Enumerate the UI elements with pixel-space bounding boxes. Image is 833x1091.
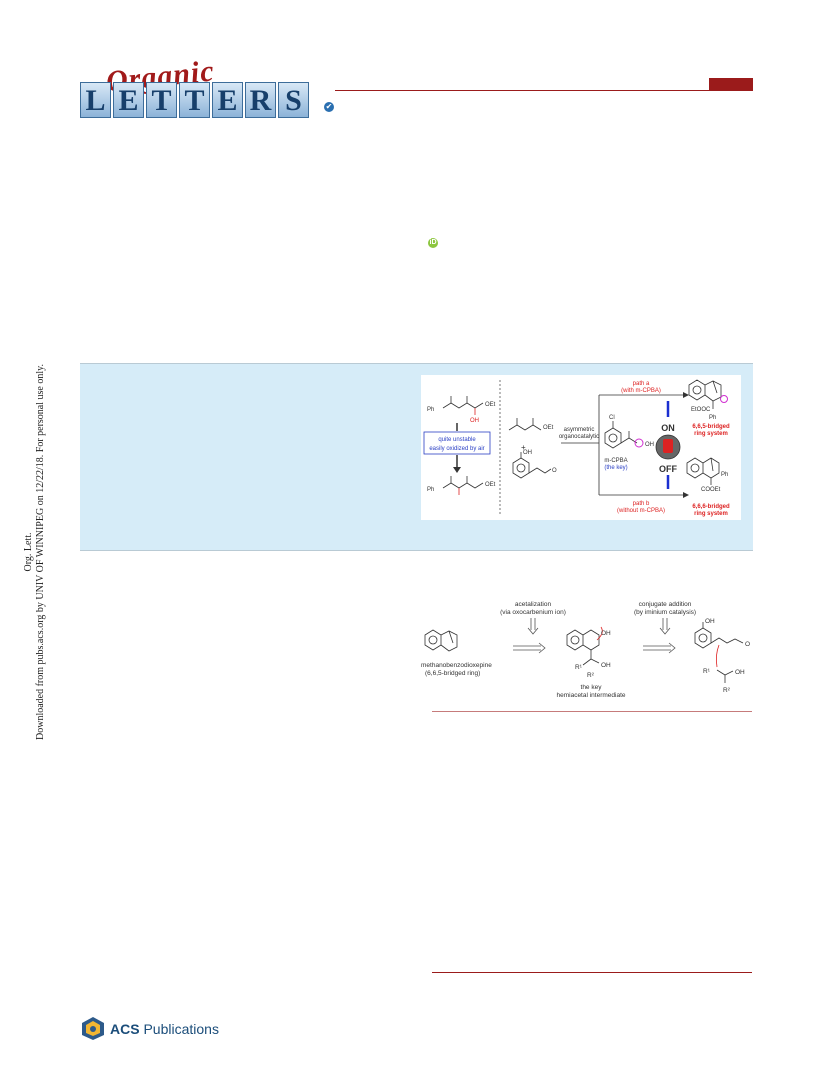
notice-journal: Org. Lett. (23, 532, 34, 572)
start-r1: R¹ (703, 668, 711, 675)
middle-o-label: O (552, 468, 557, 474)
acs-publications-text: Publications (143, 1021, 219, 1037)
toc-svg: Ph OEt OH quite unstable easily oxidized… (423, 379, 730, 517)
intermediate-structure (566, 629, 600, 666)
condition-line-2: organocatalytic (559, 434, 599, 440)
diketone-ph-label: Ph (427, 487, 434, 493)
scheme-svg: acetalization (via oxocarbenium ion) con… (421, 601, 750, 699)
step-1-line-2: (via oxocarbenium ion) (500, 609, 566, 616)
start-oh: OH (705, 618, 715, 625)
step-2-line-2: (by iminium catalysis) (634, 609, 696, 616)
toc-graphic[interactable]: Ph OEt OH quite unstable easily oxidized… (421, 375, 741, 520)
intermediate-r2: R² (587, 672, 595, 679)
intermediate-oh2: OH (601, 662, 611, 669)
acs-emblem-icon (82, 1017, 104, 1040)
logo-letter: L (80, 82, 111, 118)
intermediate-name-1: the key (581, 684, 603, 691)
product-a-ph: Ph (709, 415, 716, 421)
product-b-ph: Ph (721, 472, 728, 478)
curved-arrow-icon (596, 626, 603, 641)
product-a-structure (688, 379, 722, 409)
mcpba-oh-label: OH (645, 442, 654, 448)
mcpba-name: m-CPBA (604, 458, 627, 464)
left-oet-label: OEt (485, 402, 496, 408)
mcpba-structure (604, 421, 638, 449)
warning-box (423, 431, 491, 455)
product-a-name-1: 6,6,5-bridged (692, 424, 730, 430)
target-name-2: (6,6,5-bridged ring) (425, 670, 480, 677)
product-b-name-1: 6,6,6-bridged (692, 504, 730, 510)
acs-publications-logo[interactable]: ACS Publications (80, 1015, 220, 1045)
header-accent-block (709, 78, 753, 91)
intermediate-name-2: hemiacetal intermediate (556, 692, 625, 699)
logo-letter: S (278, 82, 309, 118)
start-oh2: OH (735, 669, 745, 676)
logo-letter: T (146, 82, 177, 118)
down-arrow-head-icon (453, 467, 461, 473)
switch-off-label: OFF (659, 464, 677, 474)
path-b-arrow-icon (683, 492, 689, 498)
orcid-icon[interactable]: iD (428, 238, 438, 248)
retrosynthesis-scheme[interactable]: acetalization (via oxocarbenium ion) con… (415, 595, 755, 715)
middle-oh-label: OH (523, 450, 532, 456)
left-ph-label: Ph (427, 407, 434, 413)
warning-line-2: easily oxidized by air (429, 446, 484, 452)
condition-line-1: asymmetric (564, 427, 595, 433)
product-b-ester: COOEt (701, 487, 721, 493)
step-1-line-1: acetalization (515, 601, 552, 608)
notice-download-line: Downloaded from pubs.acs.org by UNIV OF … (35, 364, 46, 740)
start-o: O (745, 641, 750, 648)
path-a-line-1: path a (633, 381, 650, 387)
mcpba-cl-label: Cl (609, 415, 615, 421)
checkmark-icon: ✔ (324, 102, 334, 112)
product-a-ester: EtOOC (691, 407, 711, 413)
switch-lever-icon (663, 439, 673, 453)
target-structure (424, 629, 458, 652)
product-a-name-2: ring system (694, 431, 728, 437)
left-oh-label: OH (470, 418, 479, 424)
switch-on-label: ON (661, 423, 675, 433)
warning-line-1: quite unstable (438, 437, 476, 443)
intermediate-r1: R¹ (575, 664, 583, 671)
download-notice: Org. Lett. Downloaded from pubs.acs.org … (23, 345, 46, 745)
start-r2: R² (723, 687, 731, 694)
path-a-arrow-icon (683, 392, 689, 398)
product-b-structure (686, 457, 720, 485)
path-a-line-2: (with m-CPBA) (621, 388, 661, 394)
peroxy-o-icon (634, 438, 644, 448)
header-rule (335, 90, 753, 91)
ring-o-icon (720, 395, 728, 403)
intermediate-oh: OH (601, 630, 611, 637)
diketone-oet-label: OEt (485, 482, 496, 488)
acs-brand: ACS (110, 1021, 140, 1037)
logo-letter: R (245, 82, 276, 118)
mcpba-key: (the key) (604, 465, 627, 471)
retro-arrows (513, 618, 676, 654)
footnote-rule (432, 972, 752, 973)
target-name-1: methanobenzodioxepine (421, 662, 492, 669)
starting-material-structure (694, 622, 744, 683)
ketoester-structure (508, 418, 542, 431)
middle-oet-label: OEt (543, 425, 554, 431)
hydroxycinnamaldehyde-structure (512, 452, 552, 479)
unstable-alcohol-structure (442, 396, 484, 415)
journal-logo[interactable]: Organic L E T T E R S ✔ (80, 54, 335, 124)
step-2-line-1: conjugate addition (639, 601, 692, 608)
diketone-structure (442, 476, 484, 495)
product-b-name-2: ring system (694, 511, 728, 517)
logo-letter: E (212, 82, 243, 118)
logo-letters: L E T T E R S (80, 82, 309, 118)
path-b-line-1: path b (633, 501, 650, 507)
path-b-line-2: (without m-CPBA) (617, 508, 665, 514)
addition-arrow-icon (715, 644, 720, 668)
plus-sign: + (521, 443, 526, 452)
logo-letter: T (179, 82, 210, 118)
scheme-rule (432, 711, 752, 712)
logo-letter: E (113, 82, 144, 118)
